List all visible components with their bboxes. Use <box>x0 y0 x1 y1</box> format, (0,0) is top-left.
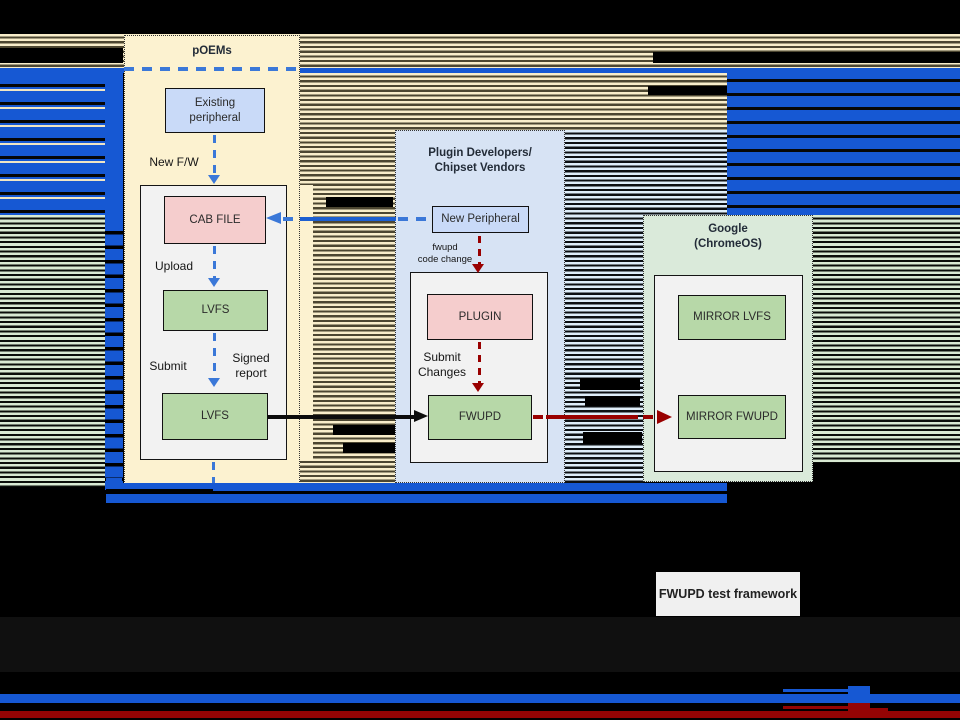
google-panel-title: Google (ChromeOS) <box>643 222 813 252</box>
arrow-newperipheral-to-cabfile-dash-left <box>283 217 299 221</box>
glitch-stripes-lightblue-wide <box>565 130 727 215</box>
arrow-fwupd-to-mirror-dash-left <box>533 415 543 419</box>
glitch-stripes-blue-right <box>727 68 960 215</box>
submit-label: Submit <box>149 359 187 373</box>
fwupd-test-framework-label: FWUPD test framework <box>658 587 798 601</box>
signed-report-label-line2: report <box>235 366 267 380</box>
signed-report-label: Signed report <box>224 351 278 381</box>
plugin-box: PLUGIN <box>427 294 533 340</box>
glitch-dark-band <box>0 617 960 672</box>
arrow-lvfs-to-lvfs <box>213 333 216 378</box>
arrow-plugin-to-fwupd-head <box>472 383 484 392</box>
fwupd-label: FWUPD <box>458 411 502 424</box>
glitch-black-blob-6 <box>583 432 642 444</box>
lvfs-lower-label: LVFS <box>201 410 229 423</box>
glitch-stripes-green-left <box>0 215 105 487</box>
arrow-newperipheral-to-plugin <box>478 236 481 264</box>
glitch-blue-square-column <box>105 220 123 490</box>
arrow-lvfs-to-lvfs-head <box>208 378 220 387</box>
arrow-newperipheral-to-cabfile-solid <box>300 217 396 221</box>
glitch-black-blob-2 <box>333 425 395 435</box>
arrow-fwupd-to-mirror-solid <box>546 415 638 419</box>
arrow-existing-to-cabfile-head <box>208 175 220 184</box>
lvfs-upper-label: LVFS <box>201 304 230 317</box>
google-panel-title-line1: Google <box>708 223 748 235</box>
glitch-stripes-green-right <box>813 215 960 463</box>
plugin-panel-title-line1: Plugin Developers/ <box>428 147 532 159</box>
poems-header-dashed-line <box>124 67 300 71</box>
arrow-newperipheral-to-plugin-head <box>472 264 484 273</box>
existing-peripheral-label-line1: Existing <box>194 96 236 109</box>
new-peripheral-box: New Peripheral <box>432 206 529 233</box>
fwupd-test-framework-box: FWUPD test framework <box>656 572 800 616</box>
glitch-blue-line-top <box>0 68 960 73</box>
arrow-lvfs-to-fwupd-head <box>414 410 428 422</box>
arrow-fwupd-to-mirror-dash-right <box>643 415 653 419</box>
cab-file-label: CAB FILE <box>189 213 241 226</box>
submit-changes-label: Submit Changes <box>412 350 472 380</box>
glitch-stripes-tan-upper-right <box>395 73 727 130</box>
existing-peripheral-box: Existing peripheral <box>165 88 265 133</box>
fwupd-code-change-label: fwupd code change <box>414 242 476 267</box>
arrow-newperipheral-to-cabfile-head <box>266 212 281 224</box>
glitch-red-line-bottom-right <box>783 706 848 709</box>
plugin-panel-title-line2: Chipset Vendors <box>434 161 526 174</box>
poems-panel-title: pOEMs <box>192 45 232 57</box>
glitch-black-blob-1 <box>326 197 393 207</box>
arrow-newperipheral-to-cabfile-dash-right <box>398 217 431 221</box>
glitch-red-bar-bottom <box>0 711 960 718</box>
existing-peripheral-label-line2: peripheral <box>189 111 241 124</box>
arrow-plugin-to-fwupd <box>478 342 481 383</box>
dashed-blue-tail-below-container <box>212 462 215 486</box>
google-panel-title-line2: (ChromeOS) <box>694 237 762 250</box>
lvfs-upper-box: LVFS <box>163 290 268 331</box>
glitch-black-bar-top-right <box>653 52 960 63</box>
glitch-black-notch <box>106 489 213 496</box>
lvfs-lower-box: LVFS <box>162 393 268 440</box>
mirror-lvfs-label: MIRROR LVFS <box>693 311 771 324</box>
submit-changes-line1: Submit <box>423 350 461 364</box>
mirror-lvfs-box: MIRROR LVFS <box>678 295 786 340</box>
glitch-blue-column-solid <box>105 68 123 220</box>
mirror-fwupd-box: MIRROR FWUPD <box>678 395 786 439</box>
glitch-black-blob-3 <box>343 443 395 453</box>
arrow-existing-to-cabfile <box>213 135 216 175</box>
glitch-blue-bar-a <box>106 483 727 491</box>
upload-label: Upload <box>154 259 194 273</box>
glitch-blue-line-bottom-right <box>783 689 848 692</box>
glitch-red-chunk-bottom-right <box>870 708 888 712</box>
plugin-panel-title: Plugin Developers/ Chipset Vendors <box>395 146 565 176</box>
arrow-cabfile-to-lvfs <box>213 246 216 278</box>
new-peripheral-label: New Peripheral <box>441 213 520 226</box>
fwupd-code-change-line2: code change <box>417 254 473 266</box>
signed-report-label-line1: Signed <box>232 351 270 365</box>
plugin-label: PLUGIN <box>458 310 502 323</box>
glitch-stripes-lightblue-column <box>565 215 643 490</box>
fwupd-box: FWUPD <box>428 395 532 440</box>
cab-file-box: CAB FILE <box>164 196 266 244</box>
glitch-black-blob-4 <box>580 378 640 390</box>
glitch-stripes-blue-left <box>0 73 105 215</box>
submit-changes-line2: Changes <box>417 365 467 379</box>
glitch-blue-bar-b <box>106 494 727 503</box>
glitch-blue-bar-bottom <box>0 694 960 703</box>
mirror-fwupd-label: MIRROR FWUPD <box>686 410 778 423</box>
glitch-black-blob-5 <box>585 396 640 406</box>
fwupd-code-change-line1: fwupd <box>432 242 458 253</box>
glitch-black-bar-top-left <box>0 48 123 63</box>
arrow-fwupd-to-mirror-head <box>657 410 672 424</box>
arrow-lvfs-to-fwupd <box>268 415 415 419</box>
glitch-cream-strip <box>300 185 313 460</box>
new-fw-label: New F/W <box>149 155 199 169</box>
arrow-cabfile-to-lvfs-head <box>208 278 220 287</box>
